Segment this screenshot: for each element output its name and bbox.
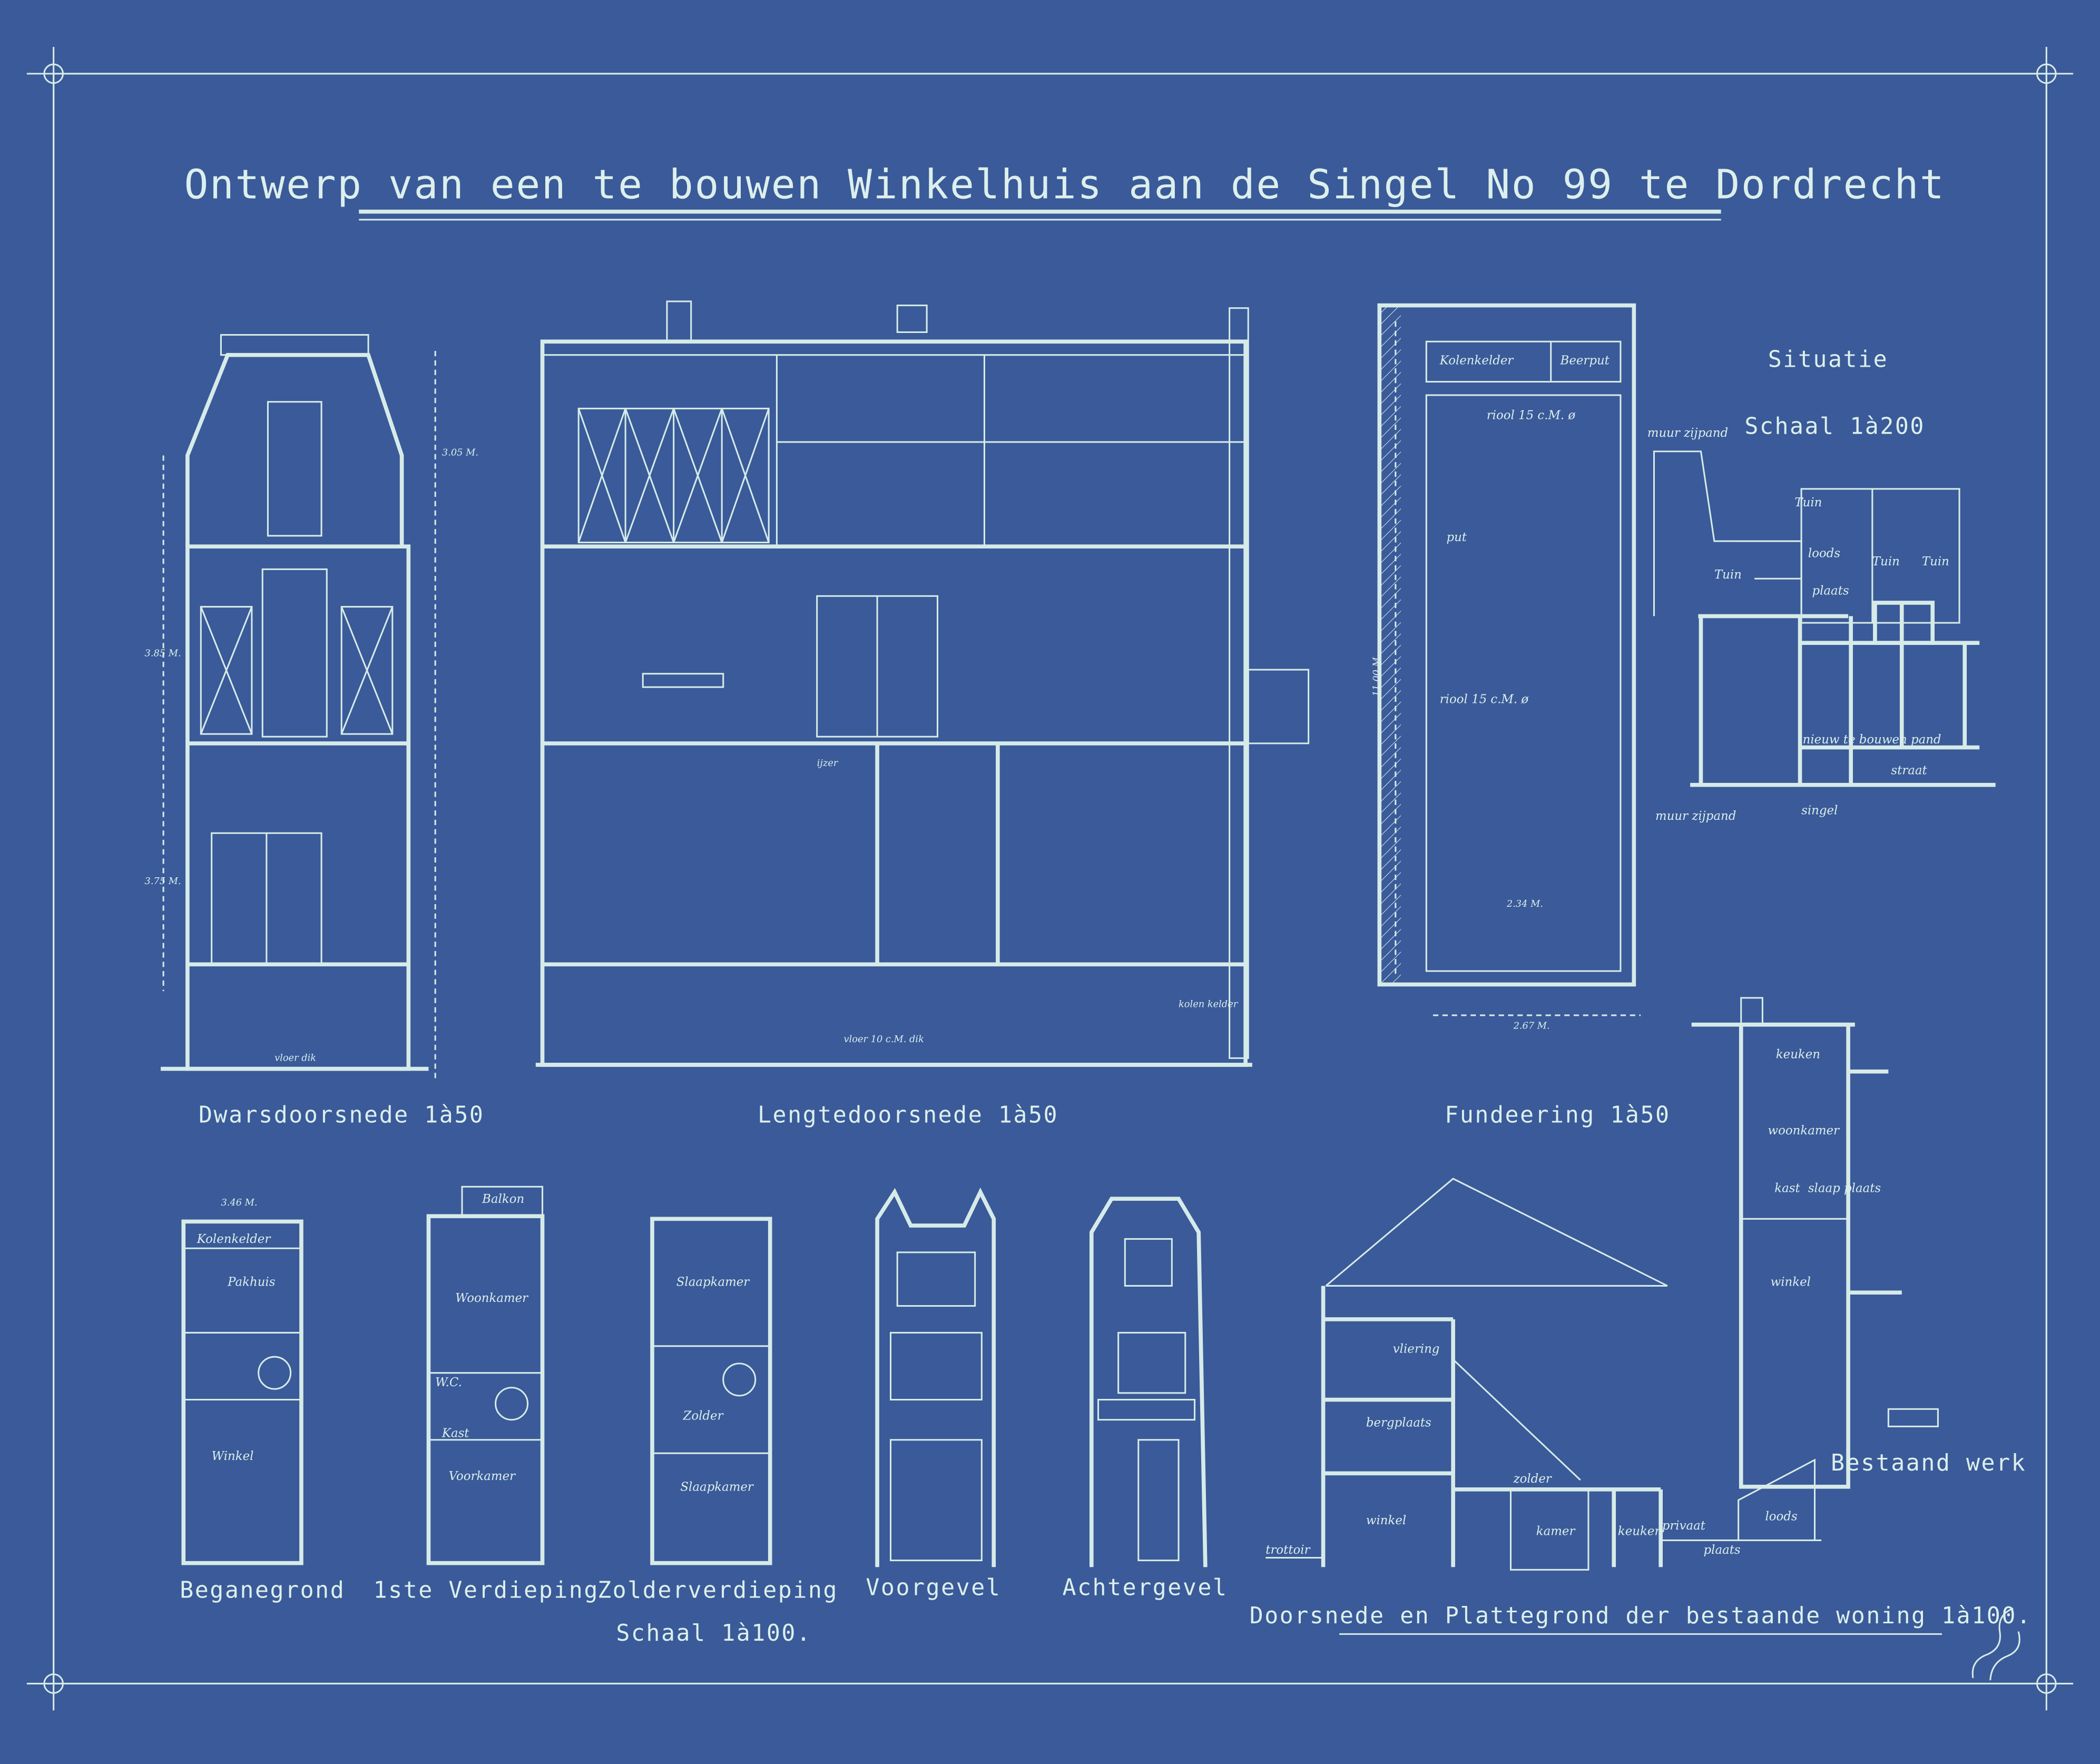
first-floor-plan: Balkon Woonkamer W.C. Kast Voorkamer — [426, 1185, 545, 1565]
registration-mark-icon — [43, 1673, 64, 1694]
rear-facade-drawing — [1089, 1197, 1208, 1567]
registration-mark-icon — [43, 63, 64, 84]
annotation: riool 15 c.M. ø — [1440, 693, 1529, 707]
dimension-label: 11.00 M. — [1371, 654, 1382, 696]
room-label: Pakhuis — [227, 1275, 275, 1289]
annotation: riool 15 c.M. ø — [1487, 409, 1576, 423]
room-label: Balkon — [482, 1192, 524, 1206]
room-label: keuken — [1618, 1524, 1662, 1538]
rear-facade-title: Achtergevel — [1062, 1575, 1228, 1601]
registration-mark-icon — [2036, 63, 2057, 84]
dimension-label: 3.75 M. — [145, 876, 181, 887]
room-label: woonkamer — [1768, 1124, 1840, 1138]
area-label: plaats — [1812, 584, 1849, 598]
room-label: winkel — [1366, 1514, 1406, 1527]
room-label: kast — [1774, 1181, 1800, 1195]
ground-floor-plan: Kolenkelder Pakhuis Winkel 3.46 M. — [181, 1197, 303, 1565]
room-label: Woonkamer — [455, 1291, 529, 1305]
annotation: muur zijpand — [1647, 426, 1728, 440]
dimension-label: 3.05 M. — [442, 447, 478, 458]
cross-section-drawing: 3.05 M. 3.85 M. 3.75 M. vloer dik — [145, 334, 478, 1079]
room-label: W.C. — [435, 1376, 462, 1389]
foundation-drawing: Kolenkelder Beerput riool 15 c.M. ø rioo… — [1371, 303, 1728, 1031]
room-label: Slaapkamer — [676, 1275, 751, 1289]
ground-floor-title: Beganegrond — [180, 1577, 345, 1604]
first-floor-title: 1ste Verdieping — [374, 1577, 599, 1604]
foundation-title: Fundeering 1à50 — [1445, 1102, 1670, 1128]
sheet-border — [26, 47, 2074, 1711]
sheet-title: Ontwerp van een te bouwen Winkelhuis aan… — [184, 161, 1945, 208]
legend-hatch-swatch — [1887, 1408, 1939, 1427]
room-label: Voorkamer — [449, 1469, 517, 1483]
annotation: put — [1446, 531, 1467, 544]
room-label: Zolder — [682, 1409, 724, 1423]
room-label: loods — [1765, 1510, 1797, 1523]
room-label: zolder — [1513, 1472, 1553, 1486]
signature — [1971, 1608, 2020, 1681]
room-label: Kolenkelder — [197, 1232, 272, 1246]
existing-house-section: vliering bergplaats zolder winkel kamer … — [1265, 1178, 1822, 1571]
area-label: Tuin — [1922, 555, 1949, 569]
front-facade-title: Voorgevel — [866, 1575, 1001, 1601]
legend-existing-label: Bestaand werk — [1831, 1450, 2026, 1476]
room-label: kamer — [1536, 1524, 1576, 1538]
room-label: Beerput — [1560, 354, 1610, 367]
cross-section-title: Dwarsdoorsnede 1à50 — [199, 1102, 485, 1128]
situation-title: Situatie — [1768, 347, 1888, 373]
area-label: Tuin — [1794, 496, 1822, 509]
existing-house-title: Doorsnede en Plattegrond der bestaande w… — [1250, 1603, 2032, 1629]
room-label: vliering — [1393, 1342, 1440, 1356]
room-label: Winkel — [212, 1449, 254, 1463]
floor-label: vloer dik — [274, 1052, 316, 1063]
area-label: Tuin — [1872, 555, 1900, 569]
long-section-drawing: ijzer kolen kelder vloer 10 c.M. dik — [535, 300, 1310, 1067]
annotation: trottoir — [1265, 1543, 1311, 1557]
room-label: Kast — [441, 1427, 469, 1440]
room-label: slaap plaats — [1808, 1181, 1881, 1195]
area-label: nieuw te bouwen pand — [1803, 733, 1941, 747]
area-label: Tuin — [1714, 568, 1742, 582]
attic-floor-plan: Slaapkamer Zolder Slaapkamer — [650, 1217, 772, 1565]
room-label: Slaapkamer — [680, 1480, 754, 1494]
dimension-label: 3.46 M. — [221, 1197, 257, 1208]
annotation: ijzer — [817, 758, 839, 769]
room-label: keuken — [1776, 1047, 1820, 1061]
long-section-title: Lengtedoorsnede 1à50 — [758, 1102, 1058, 1128]
dimension-label: 2.67 M. — [1513, 1020, 1550, 1031]
area-label: singel — [1801, 804, 1838, 818]
plans-scale: Schaal 1à100. — [616, 1620, 811, 1647]
situation-scale: Schaal 1à200 — [1744, 414, 1925, 440]
dimension-label: 2.34 M. — [1506, 898, 1543, 909]
situation-plan: Tuin Tuin Tuin Tuin loods plaats nieuw t… — [1653, 450, 1996, 823]
registration-mark-icon — [2036, 1673, 2057, 1694]
room-label: winkel — [1771, 1275, 1811, 1289]
existing-house-plan: keuken woonkamer kast slaap plaats winke… — [1691, 997, 1902, 1489]
room-label: Kolenkelder — [1439, 354, 1515, 367]
area-label: loods — [1808, 547, 1840, 561]
area-label: straat — [1891, 763, 1927, 777]
dimension-label: 3.85 M. — [145, 648, 181, 659]
room-label: plaats — [1704, 1543, 1741, 1557]
annotation: muur zijpand — [1655, 809, 1736, 823]
room-label: privaat — [1662, 1519, 1706, 1533]
annotation: vloer 10 c.M. dik — [844, 1034, 924, 1045]
attic-floor-title: Zolderverdieping — [597, 1577, 838, 1604]
room-label: bergplaats — [1366, 1416, 1431, 1429]
front-facade-drawing — [875, 1187, 996, 1567]
annotation: kolen kelder — [1179, 999, 1239, 1010]
